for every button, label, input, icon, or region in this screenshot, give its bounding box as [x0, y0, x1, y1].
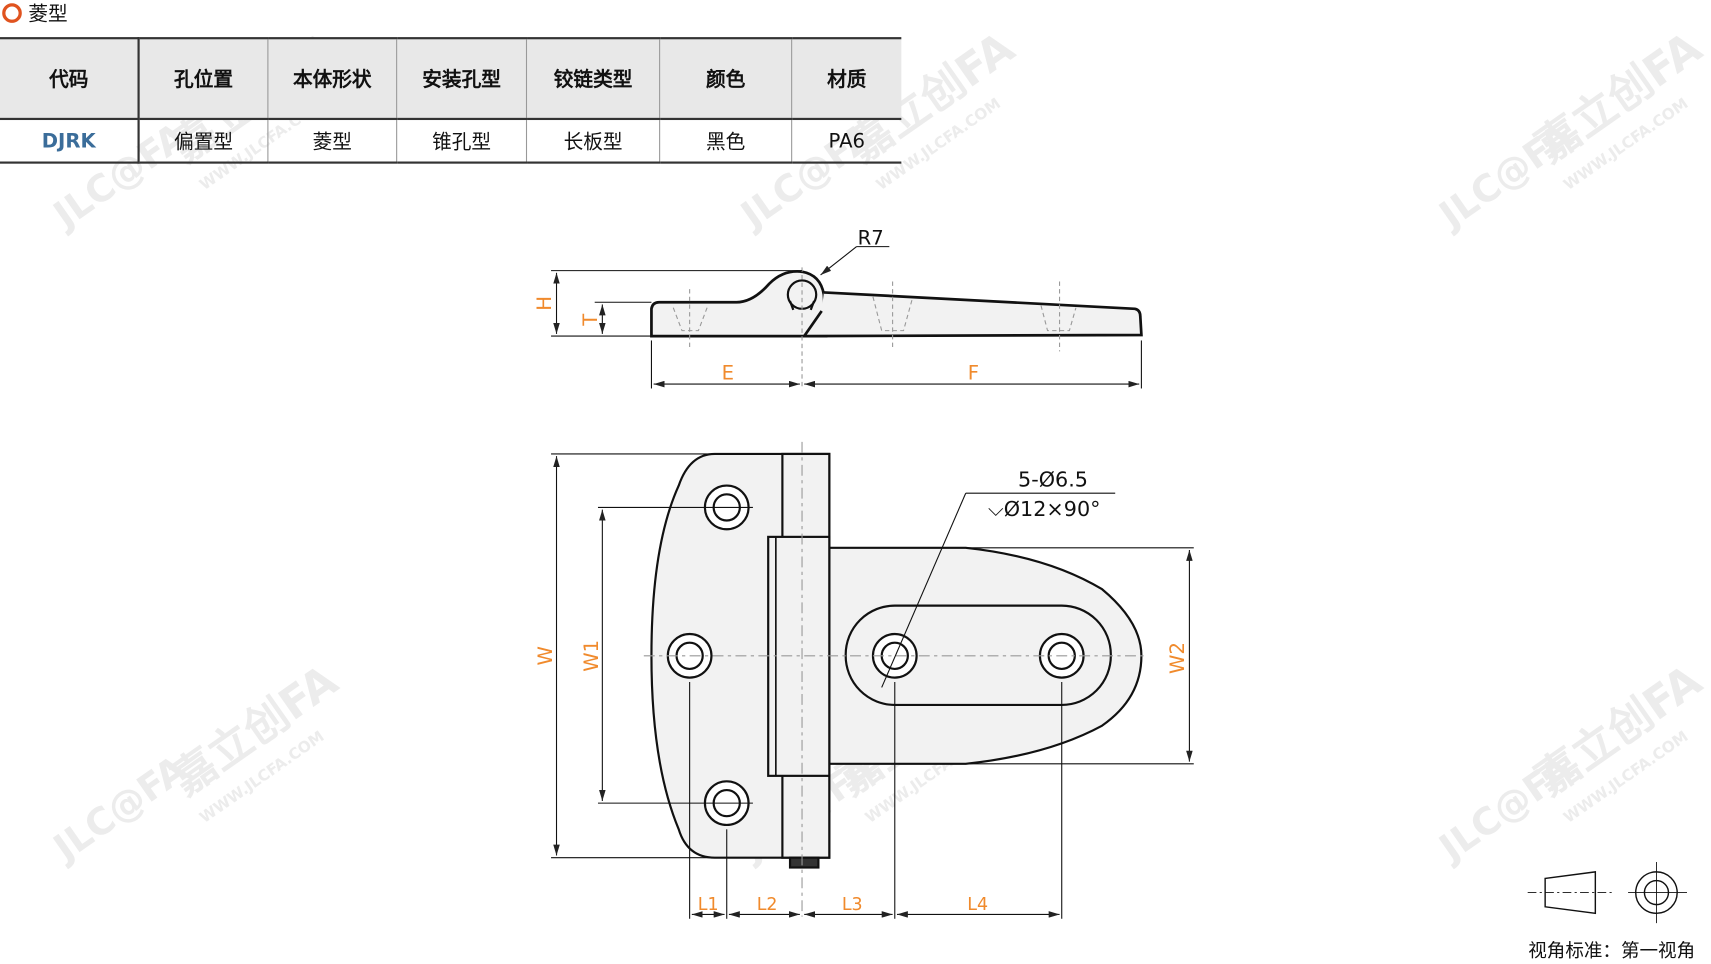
table-cell: PA6 [791, 118, 902, 164]
dim-label-t: T [579, 313, 602, 327]
first-angle-projection-icon [1527, 862, 1687, 924]
header-cell: 本体形状 [267, 37, 397, 121]
dim-label-l4: L4 [967, 895, 988, 915]
section-title-text: 菱型 [28, 3, 68, 27]
table-cell: 黑色 [659, 118, 792, 164]
dim-label-h: H [533, 296, 556, 311]
header-cell: 铰链类型 [525, 37, 660, 121]
header-cell: 孔位置 [138, 37, 268, 121]
dim-label-e: E [722, 362, 734, 385]
dim-label-w1: W1 [580, 640, 603, 672]
table-row: DJRK 偏置型 菱型 锥孔型 长板型 黑色 PA6 [0, 118, 902, 164]
hole-note-diameter: 5-Ø6.5 [1018, 468, 1088, 492]
header-cell: 安装孔型 [396, 37, 527, 121]
dim-label-l3: L3 [842, 895, 863, 915]
mounting-holes [666, 484, 1085, 827]
header-cell: 材质 [791, 37, 902, 121]
table-cell: 长板型 [525, 118, 660, 164]
projection-label: 视角标准：第一视角 [1528, 941, 1695, 962]
table-cell: 锥孔型 [396, 118, 527, 164]
table-cell: 菱型 [267, 118, 397, 164]
table-cell-code: DJRK [0, 118, 140, 164]
top-view: 5-Ø6.5 ⌵Ø12×90° W W1 W2 L1 L2 L3 L4 [534, 441, 1194, 919]
dim-label-w2: W2 [1166, 642, 1189, 674]
dim-label-f: F [968, 362, 979, 385]
section-title: 菱型 [0, 0, 68, 26]
table-cell: 偏置型 [138, 118, 268, 164]
dim-label-l2: L2 [757, 895, 778, 915]
side-view: R7 H T E F [533, 226, 1143, 389]
dim-label-l1: L1 [698, 895, 719, 915]
circle-bullet-icon [2, 3, 22, 23]
hole-note-countersink: ⌵Ø12×90° [988, 497, 1100, 521]
header-cell: 颜色 [659, 37, 792, 121]
table-header-row: 代码 孔位置 本体形状 安装孔型 铰链类型 颜色 材质 [0, 37, 902, 121]
dim-label-w: W [534, 646, 557, 665]
radius-label: R7 [858, 226, 884, 249]
spec-table: 代码 孔位置 本体形状 安装孔型 铰链类型 颜色 材质 DJRK 偏置型 菱型 … [0, 37, 902, 164]
header-cell: 代码 [0, 37, 140, 121]
